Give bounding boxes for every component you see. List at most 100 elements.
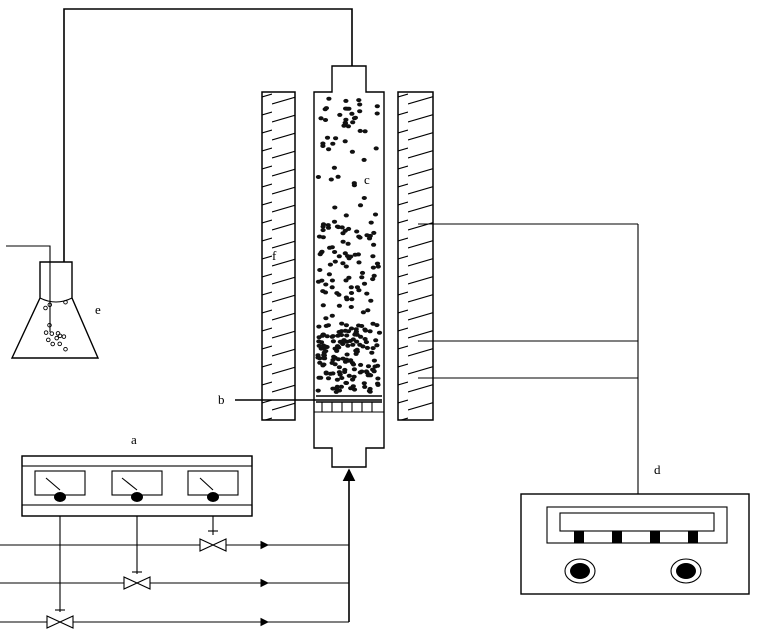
particle (317, 360, 323, 365)
particle (359, 369, 365, 374)
particle (344, 333, 350, 338)
particle (348, 326, 355, 331)
particle (323, 323, 329, 328)
particle (346, 373, 352, 378)
particle (350, 377, 356, 382)
particle (357, 203, 364, 208)
particle (370, 321, 376, 326)
particle (361, 381, 367, 386)
particle (328, 177, 334, 182)
particle (366, 236, 373, 241)
particle (357, 109, 363, 114)
particle (347, 339, 353, 343)
particle (370, 367, 376, 372)
particle (327, 262, 333, 267)
particle (376, 330, 383, 335)
particle (320, 363, 326, 368)
particle (350, 342, 356, 347)
particle (368, 298, 374, 303)
particle (375, 264, 381, 269)
particle (332, 250, 338, 254)
particle (344, 352, 350, 357)
particle (351, 183, 357, 188)
particle (317, 268, 323, 272)
particle (357, 102, 363, 107)
particle (365, 364, 372, 369)
particle (327, 245, 333, 250)
particle (320, 303, 326, 308)
particle (322, 118, 329, 122)
particle (371, 242, 377, 247)
particle (345, 329, 352, 334)
particle (335, 344, 341, 349)
particle (353, 327, 359, 332)
particle (374, 104, 380, 109)
bubble (57, 341, 62, 347)
particle (371, 358, 377, 363)
particle (331, 219, 338, 224)
particle (374, 343, 380, 348)
particle (340, 261, 346, 266)
particle (342, 228, 348, 233)
particle (336, 254, 342, 259)
particle (367, 373, 373, 378)
particle (332, 259, 338, 264)
particle (371, 273, 377, 278)
particle (375, 382, 381, 387)
distributor-plate (316, 395, 382, 412)
particle (361, 157, 367, 162)
bubble (54, 335, 59, 341)
particle (348, 285, 354, 290)
particle (349, 297, 355, 302)
particle (352, 115, 358, 120)
particle (316, 343, 322, 348)
particle (330, 334, 336, 339)
particle (331, 165, 337, 170)
particle (318, 375, 324, 380)
label-d: d (654, 462, 661, 477)
particle (330, 371, 336, 376)
particle (343, 381, 350, 385)
particle (325, 376, 332, 381)
particle (319, 278, 325, 283)
particle (339, 225, 345, 230)
bubble (43, 330, 49, 335)
particle (354, 285, 360, 290)
particle (342, 359, 349, 364)
particle (329, 360, 335, 365)
particle (320, 144, 326, 148)
particle (342, 120, 348, 125)
particle (336, 330, 342, 334)
particle (375, 363, 381, 368)
particle (370, 254, 376, 259)
particle (343, 278, 349, 283)
particle (340, 356, 346, 361)
particle (346, 256, 352, 261)
particle (351, 367, 357, 372)
particle (350, 120, 356, 125)
bed-particles (315, 96, 383, 394)
particle (362, 384, 368, 389)
particle (346, 275, 352, 280)
particle (361, 196, 367, 200)
particle (334, 291, 340, 296)
particle (324, 334, 330, 339)
particle (374, 111, 380, 116)
particle (315, 353, 321, 358)
particle (375, 376, 381, 381)
particle (336, 370, 342, 375)
particle (358, 362, 364, 367)
particle (336, 303, 342, 308)
particle (335, 357, 341, 362)
particle (348, 291, 355, 295)
particle (337, 339, 343, 344)
particle (343, 213, 349, 218)
bubble (63, 346, 68, 352)
particle (330, 339, 336, 344)
bubble (57, 333, 63, 339)
particle (323, 370, 329, 375)
valve-2 (123, 571, 151, 590)
particle (364, 291, 370, 296)
particle (364, 233, 370, 238)
